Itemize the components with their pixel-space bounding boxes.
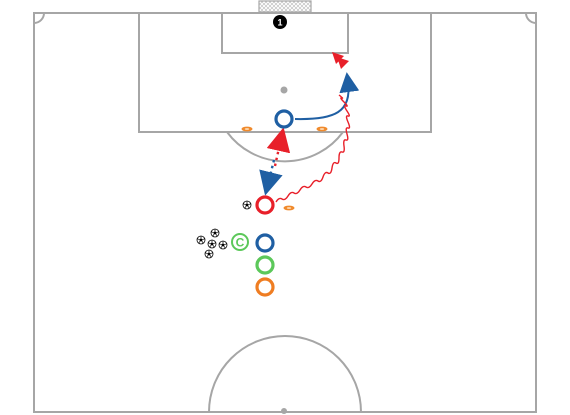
dribble-path [275,94,351,203]
soccer-ball-icon [207,239,217,249]
soccer-ball-icon [218,240,228,250]
player-defender-blue [274,109,294,129]
coach-label: C [236,236,245,250]
pitch-boundary [33,12,537,413]
player-queue-orange [255,277,275,297]
goalkeeper-number: 1 [277,18,282,28]
defender-run-arrow [294,72,360,121]
soccer-ball-icon [210,228,220,238]
goalkeeper: 1 [273,15,287,29]
penalty-arc [226,131,344,163]
goal-area [221,12,349,54]
corner-arc-left [33,12,45,24]
pitch-lines [33,12,537,413]
coach-marker: C [231,233,249,251]
goal-net-icon [258,0,312,13]
player-queue-green [255,255,275,275]
player-attacker-red [255,195,275,215]
soccer-ball-icon [196,235,206,245]
ball-pile [196,228,228,259]
center-spot [281,408,287,414]
shot-arrowheads [332,52,349,69]
penalty-spot [280,86,288,94]
soccer-ball-icon [204,249,214,259]
corner-arc-right [525,12,537,24]
cone-icon [316,126,328,132]
player-queue-blue [255,233,275,253]
cone-icon [241,126,253,132]
cone-icon [283,205,295,211]
pass-arrow-to-attacker [259,159,283,196]
center-circle [208,335,362,413]
soccer-ball-icon [242,200,252,210]
pass-arrow-to-defender [266,127,291,167]
